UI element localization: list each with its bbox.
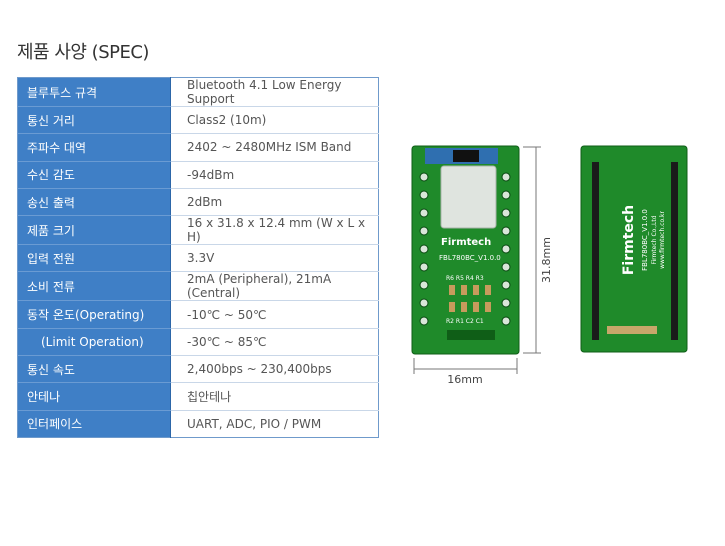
back-url-label: www.firmtech.co.kr [659, 211, 666, 269]
spec-label: (Limit Operation) [17, 328, 171, 357]
spec-label: 제품 크기 [17, 215, 171, 246]
spec-value: 칩안테나 [170, 382, 379, 411]
spec-label: 인터페이스 [17, 410, 171, 438]
front-resistor-labels: R6 R5 R4 R3 [446, 275, 484, 282]
spec-value: 3.3V [170, 244, 379, 273]
spec-row: 동작 온도(Operating)-10℃ ~ 50℃ [17, 300, 379, 329]
spec-value: 16 x 31.8 x 12.4 mm (W x L x H) [170, 215, 379, 246]
module-figure: Firmtech FBL780BC_V1.0.0 R6 R5 R4 R3 R2 … [411, 145, 688, 386]
front-board: Firmtech FBL780BC_V1.0.0 R6 R5 R4 R3 R2 … [411, 145, 520, 355]
spec-label: 입력 전원 [17, 244, 171, 273]
width-dimension: 16mm [413, 358, 518, 386]
spec-label: 수신 감도 [17, 161, 171, 189]
spec-label: 소비 전류 [17, 271, 171, 302]
spec-value: -10℃ ~ 50℃ [170, 300, 379, 329]
spec-label: 안테나 [17, 382, 171, 411]
width-label: 16mm [447, 373, 482, 386]
back-company-label: Firmtech Co.,Ltd [651, 215, 658, 264]
spec-value: -30℃ ~ 85℃ [170, 328, 379, 357]
page-title: 제품 사양 (SPEC) [17, 42, 149, 63]
height-dimension: 31.8mm [523, 146, 553, 354]
spec-row: (Limit Operation)-30℃ ~ 85℃ [17, 328, 379, 357]
front-model-label: FBL780BC_V1.0.0 [439, 254, 501, 262]
spec-label: 송신 출력 [17, 188, 171, 217]
height-label: 31.8mm [540, 237, 553, 283]
spec-value: 2mA (Peripheral), 21mA (Central) [170, 271, 379, 302]
spec-label: 주파수 대역 [17, 133, 171, 162]
spec-value: 2dBm [170, 188, 379, 217]
spec-label: 통신 속도 [17, 355, 171, 384]
front-brand-label: Firmtech [441, 237, 491, 248]
spec-label: 블루투스 규격 [17, 77, 171, 107]
spec-value: 2402 ~ 2480MHz ISM Band [170, 133, 379, 162]
back-brand-label: Firmtech [621, 205, 637, 275]
spec-value: 2,400bps ~ 230,400bps [170, 355, 379, 384]
spec-value: -94dBm [170, 161, 379, 189]
back-model-label: FBL780BC_V1.0.0 [641, 209, 649, 271]
spec-value: UART, ADC, PIO / PWM [170, 410, 379, 438]
spec-value: Bluetooth 4.1 Low Energy Support [170, 77, 379, 107]
spec-row: 수신 감도-94dBm [17, 161, 379, 189]
spec-label: 통신 거리 [17, 106, 171, 135]
front-part-labels: R2 R1 C2 C1 [446, 318, 484, 325]
back-board: Firmtech FBL780BC_V1.0.0 Firmtech Co.,Lt… [580, 145, 688, 353]
spec-value: Class2 (10m) [170, 106, 379, 135]
spec-label: 동작 온도(Operating) [17, 300, 171, 329]
